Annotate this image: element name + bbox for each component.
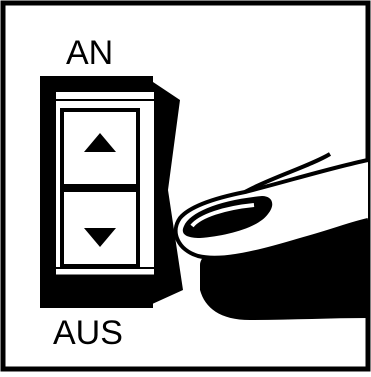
on-label: AN [66,36,113,70]
off-label: AUS [53,316,123,350]
